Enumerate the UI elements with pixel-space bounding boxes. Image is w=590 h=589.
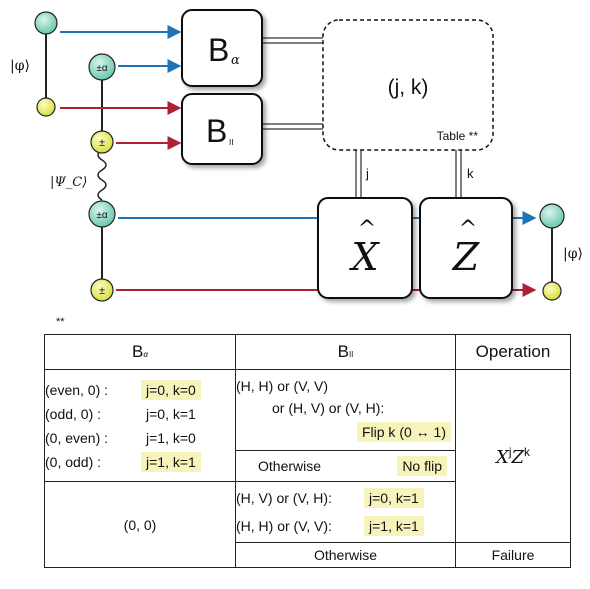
ii-flip-cell: (H, H) or (V, V) or (H, V) or (V, H): Fl… [235,369,456,451]
op-k: k [524,444,530,459]
alpha-cond: (odd, 0) : [45,405,102,422]
otherwise-label: Otherwise [258,458,322,474]
header-b-alpha: Bα [44,334,236,370]
ii-cond: (H, V) or (V, H): [236,490,332,506]
failure-cell: Failure [455,542,571,568]
header-b-alpha-sub: α [143,350,148,359]
list-item: (H, V) or (V, H): j=0, k=1 [236,484,455,512]
z-gate: Z ^ [419,197,513,299]
b-alpha-box: B α [181,9,263,87]
psi-c-label: |Ψ_C⟩ [50,175,87,190]
ket-phi-out: |φ⟩ [563,246,583,262]
otherwise-failure-cell: Otherwise [235,542,456,568]
qubit-phi-out-yellow-node [542,281,562,301]
x-gate-label: X [348,235,380,279]
header-b-ii: BII [235,334,456,370]
header-operation: Operation [455,334,571,370]
operation-table-wrap: Bα BII Operation (even, 0) :j=0, k=0 (od… [44,334,571,568]
list-item: (0, even) : j=1, k=0 [45,426,235,450]
zero-zero-cell: (0, 0) [44,481,236,568]
z-gate-label: Z [452,235,480,279]
alpha-result: j=1, k=1 [141,451,201,472]
qubit-phi-out-node [539,203,565,229]
otherwise-noflip-cell: Otherwise No flip [235,450,456,482]
label-j: j [365,166,369,181]
node-alpha-upper-label: ±α [96,63,107,74]
alpha-cond: (even, 0) : [45,381,109,398]
alpha-cond: (0, odd) : [45,453,102,470]
node-pm-upper [90,130,114,154]
node-pm-upper-label: ± [99,137,105,149]
ii-result: j=0, k=1 [364,488,424,508]
header-b-ii-sub: II [348,350,354,359]
b-alpha-label: B [208,32,229,68]
node-alpha-lower [88,200,116,228]
op-x: X [495,446,509,468]
operation-table: Bα BII Operation (even, 0) :j=0, k=0 (od… [44,334,571,568]
table-box: (j, k) Table ** [322,19,494,151]
footnote-marker: ** [56,316,65,328]
b-ii-sub: II [229,138,233,147]
header-b-ii-label: B [337,342,349,361]
op-z: Z [511,446,524,468]
qubit-phi-in-node [34,11,58,35]
operation-cell: XjZk [455,369,571,543]
list-item: (odd, 0) : j=0, k=1 [45,402,235,426]
node-pm-lower [90,278,114,302]
list-item: (0, odd) : j=1, k=1 [45,450,235,474]
qubit-phi-in-yellow-node [36,97,56,117]
b-ii-box: B II [181,93,263,165]
table-row: Otherwise Failure [45,542,571,568]
node-alpha-lower-label: ±α [96,210,107,221]
ii-flip-line2: or (H, V) or (V, H): [272,400,385,416]
alpha-conditions-cell: (even, 0) : j=0, k=0 (odd, 0) : j=0, k=1 (… [44,369,236,482]
table-row: Otherwise No flip [45,450,571,482]
table-header-row: Bα BII Operation [44,334,571,370]
ii-flip-line1: (H, H) or (V, V) [236,378,329,394]
z-gate-hat: ^ [459,217,477,242]
ket-phi-in: |φ⟩ [10,58,30,74]
ii-rows2-cell: (H, V) or (V, H): j=0, k=1 (H, H) or (V, … [235,481,456,543]
table-box-note: Table ** [437,129,479,143]
b-alpha-sub: α [231,53,240,68]
entangle-wave [97,149,107,201]
alpha-result: j=1, k=0 [146,429,196,446]
node-alpha-upper [88,53,116,81]
circuit-diagram: B α B II (j, k) Table ** j k X ^ Z ^ ±α … [10,9,583,302]
op-j: j [508,444,512,459]
ii-flip-action: Flip k (0 ↔ 1) [356,422,451,442]
table-row: (0, 0) (H, V) or (V, H): j=0, k=1 (H, H) … [44,481,571,568]
b-ii-label: B [206,113,227,149]
alpha-result: j=0, k=1 [146,405,196,422]
operation-formula: XjZk [495,444,530,468]
node-pm-lower-label: ± [99,285,105,297]
label-k: k [467,166,474,181]
alpha-result: j=0, k=0 [141,379,201,400]
ii-cond: (H, H) or (V, V): [236,518,332,534]
noflip-label: No flip [397,456,447,476]
table-row: (even, 0) : j=0, k=0 (odd, 0) : j=0, k=1 (… [44,369,571,543]
header-b-alpha-label: B [132,342,144,361]
list-item: (even, 0) : j=0, k=0 [45,378,235,402]
ii-result: j=1, k=1 [364,516,424,536]
alpha-cond: (0, even) : [45,429,109,446]
x-gate-hat: ^ [358,217,376,242]
table-box-main: (j, k) [388,76,429,99]
x-gate: X ^ [317,197,413,299]
list-item: (H, H) or (V, V): j=1, k=1 [236,512,455,540]
